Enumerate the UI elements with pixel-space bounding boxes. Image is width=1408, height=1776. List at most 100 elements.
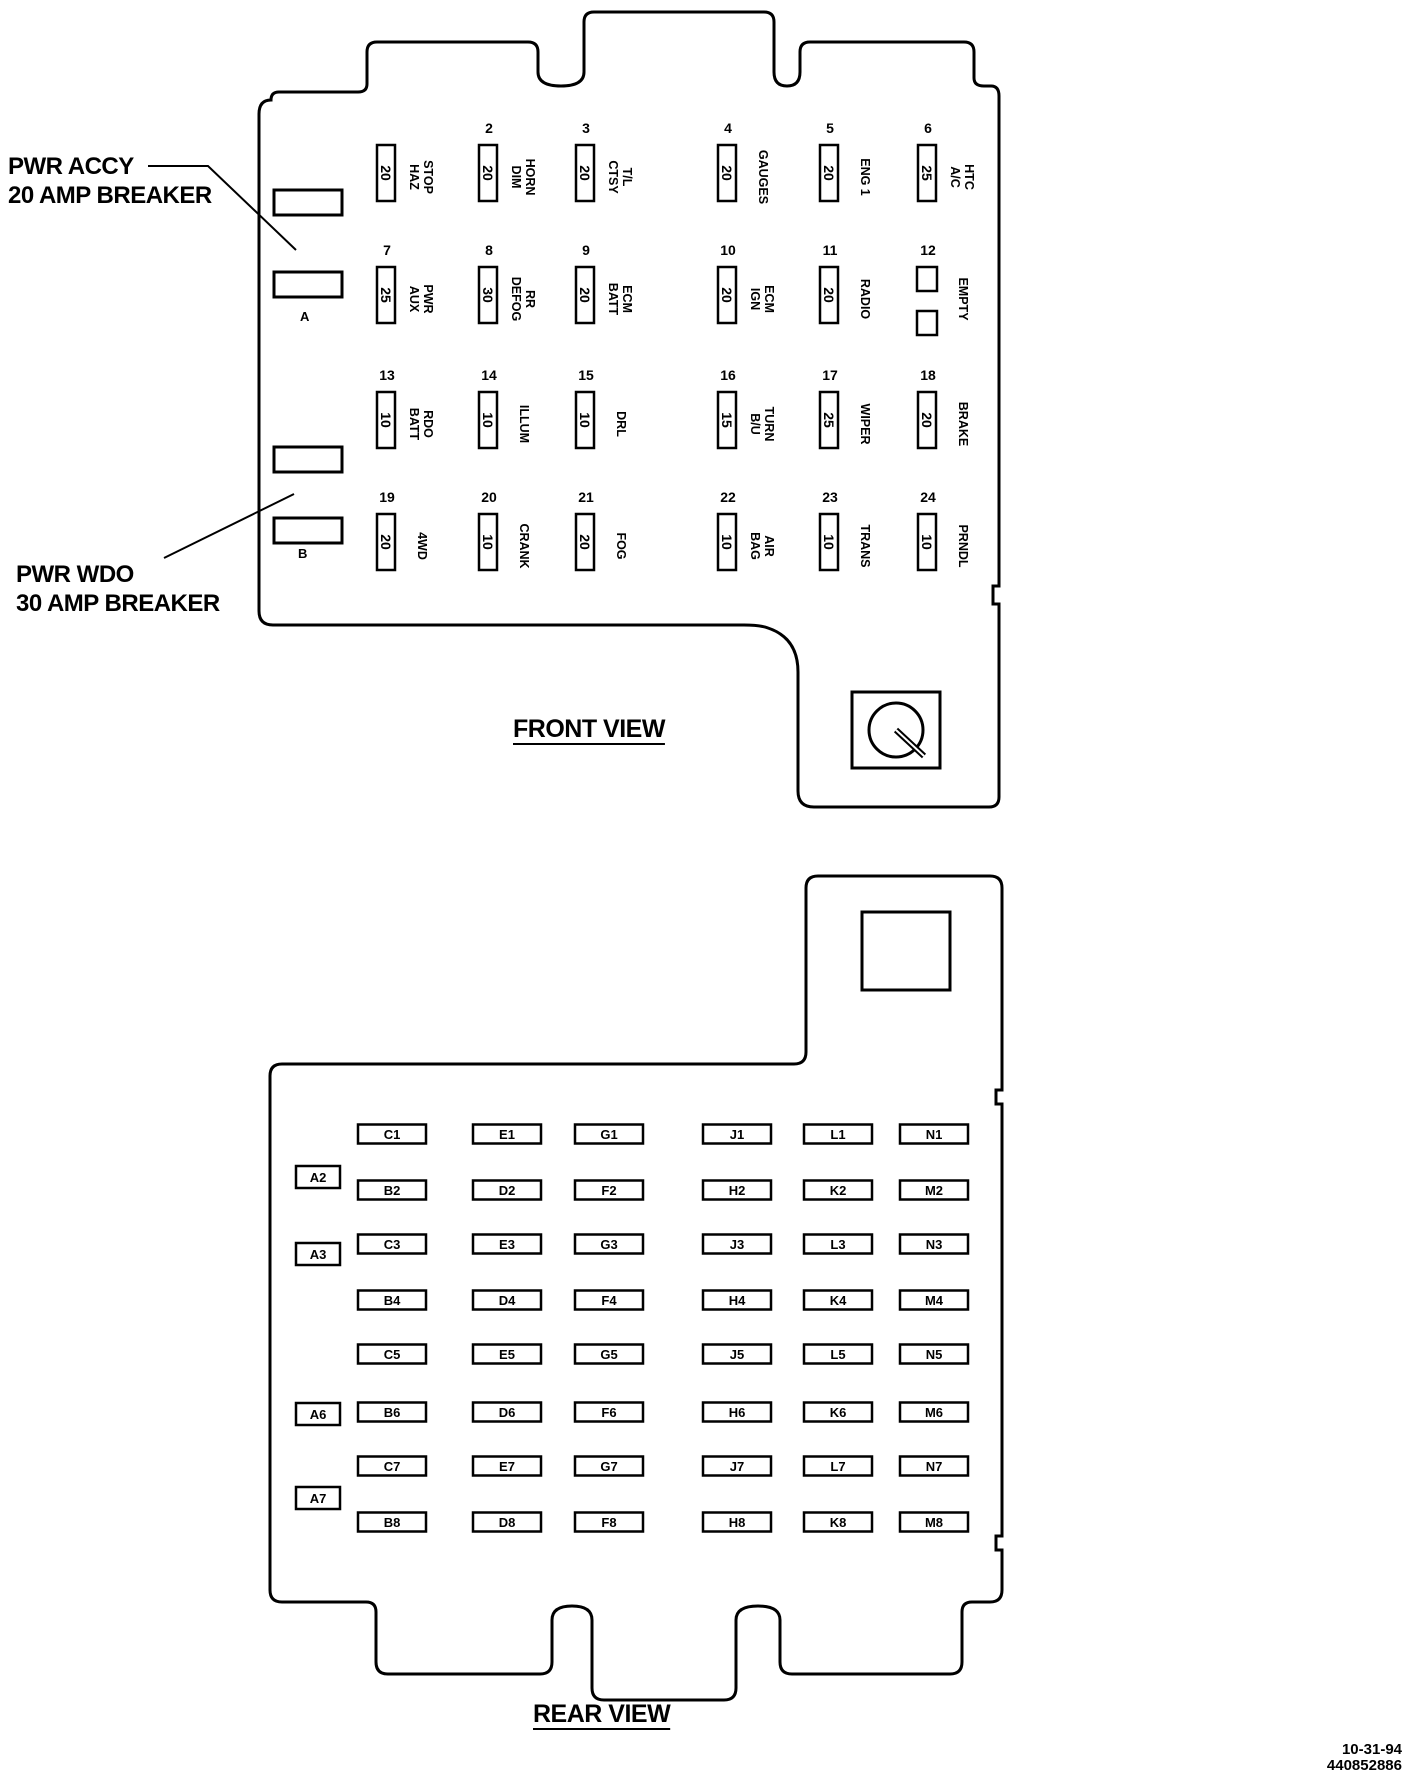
fuse-label: DRL (614, 411, 628, 437)
terminal-socket (802, 1123, 874, 1145)
rear-panel-outline (268, 874, 1004, 1702)
fuse-label: GAUGES (756, 150, 770, 204)
fuse-amperage: 10 (480, 534, 496, 550)
terminal-A3: A3 (294, 1241, 342, 1267)
fuse-number: 22 (720, 489, 736, 505)
terminal-socket (356, 1123, 428, 1145)
fuse-number: 18 (920, 367, 936, 383)
fuse-label: RADIO (858, 279, 872, 320)
fuse-amperage: 20 (577, 287, 593, 303)
terminal-D2: D2 (471, 1179, 543, 1201)
terminal-J7: J7 (701, 1455, 773, 1477)
terminal-F4: F4 (573, 1289, 645, 1311)
terminal-L3: L3 (802, 1233, 874, 1255)
fuse-amperage: 20 (919, 412, 935, 428)
terminal-B2: B2 (356, 1179, 428, 1201)
drawing-stamp: 10-31-94 440852886 (1327, 1742, 1402, 1774)
terminal-N3: N3 (898, 1233, 970, 1255)
breaker-a-slot-lower (272, 270, 344, 299)
terminal-socket (573, 1401, 645, 1423)
terminal-socket (701, 1455, 773, 1477)
terminal-label: F8 (601, 1515, 616, 1530)
terminal-J1: J1 (701, 1123, 773, 1145)
fuse-label: HORN (523, 159, 537, 196)
fuse-label: CRANK (517, 523, 531, 568)
fuse-number: 10 (720, 242, 736, 258)
terminal-socket (802, 1179, 874, 1201)
terminal-G7: G7 (573, 1455, 645, 1477)
terminal-M8: M8 (898, 1511, 970, 1533)
terminal-label: C1 (384, 1127, 401, 1142)
terminal-label: M4 (925, 1293, 944, 1308)
terminal-label: J1 (730, 1127, 744, 1142)
fuse-label: A/C (948, 166, 962, 188)
breaker-b-leader (163, 493, 295, 559)
fuse-amperage: 20 (577, 165, 593, 181)
terminal-socket (294, 1241, 342, 1267)
fuse-body (916, 512, 938, 572)
fuse-label: PRNDL (956, 524, 970, 567)
terminal-H2: H2 (701, 1179, 773, 1201)
fuse-body (574, 390, 596, 450)
fuse-body (716, 512, 738, 572)
fuse-body (818, 512, 840, 572)
fuse-amperage: 30 (480, 287, 496, 303)
terminal-socket (471, 1233, 543, 1255)
terminal-L7: L7 (802, 1455, 874, 1477)
fuse-label: DEFOG (509, 277, 523, 321)
fuse-number: 17 (822, 367, 838, 383)
terminal-label: H8 (729, 1515, 746, 1530)
terminal-D4: D4 (471, 1289, 543, 1311)
fuse-label: AUX (407, 286, 421, 313)
fuse-amperage: 20 (378, 534, 394, 550)
terminal-label: L5 (830, 1347, 845, 1362)
fuse-label: 4WD (415, 532, 429, 560)
breaker-b-callout-line2: 30 AMP BREAKER (16, 590, 220, 617)
terminal-socket (471, 1455, 543, 1477)
relay-mount-square (860, 910, 952, 992)
fuse-body (375, 265, 397, 325)
fuse-amperage: 10 (719, 534, 735, 550)
fuse-amperage: 15 (719, 412, 735, 428)
terminal-socket (471, 1179, 543, 1201)
fuse-number: 23 (822, 489, 838, 505)
fuse-body (375, 512, 397, 572)
terminal-L5: L5 (802, 1343, 874, 1365)
terminal-label: N1 (926, 1127, 943, 1142)
fuse-body (716, 390, 738, 450)
terminal-socket (898, 1179, 970, 1201)
terminal-socket (471, 1123, 543, 1145)
fuse-amperage: 10 (378, 412, 394, 428)
fuse-number: 16 (720, 367, 736, 383)
breaker-a-slot-upper (272, 188, 344, 217)
fuse-label: EMPTY (956, 277, 970, 321)
fuse-label: ECM (620, 285, 634, 313)
terminal-B4: B4 (356, 1289, 428, 1311)
terminal-N7: N7 (898, 1455, 970, 1477)
terminal-label: E7 (499, 1459, 515, 1474)
fuse-label: TURN (762, 407, 776, 442)
terminal-socket (356, 1289, 428, 1311)
fuse-number: 13 (379, 367, 395, 383)
stamp-code: 440852886 (1326, 1757, 1402, 1774)
terminal-label: B4 (384, 1293, 401, 1308)
terminal-label: K2 (830, 1183, 847, 1198)
fuse-number: 9 (582, 242, 590, 258)
terminal-A6: A6 (294, 1401, 342, 1427)
terminal-label: A7 (310, 1491, 327, 1506)
fuse-label: BATT (606, 283, 620, 316)
terminal-D6: D6 (471, 1401, 543, 1423)
